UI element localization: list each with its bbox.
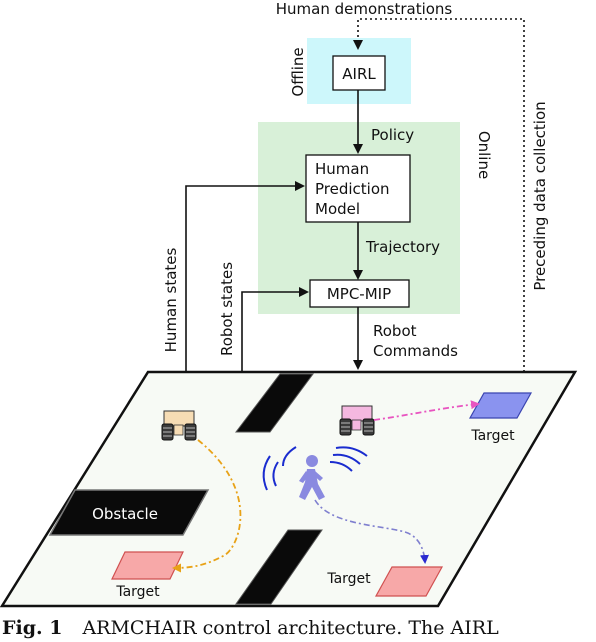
- robot-left: [161, 410, 197, 441]
- robot-commands-line1: Robot: [373, 322, 417, 340]
- path-human: [314, 499, 429, 564]
- sensing-waves-icon: [262, 446, 368, 491]
- mpc-mip-label: MPC-MIP: [327, 285, 391, 303]
- obstacle: [48, 489, 210, 536]
- robot-states-label: Robot states: [218, 262, 236, 356]
- human-prediction-model-box: [305, 154, 411, 223]
- figure-caption: Fig. 1 ARMCHAIR control architecture. The…: [2, 615, 596, 642]
- trajectory-label: Trajectory: [365, 238, 440, 256]
- human-states-arrow: [185, 181, 305, 372]
- demonstrations-dotted-line: [353, 18, 525, 372]
- caption-text: ARMCHAIR control architecture. The AIRL: [82, 617, 499, 639]
- path-right-robot: [373, 400, 480, 421]
- caption-fig-number: Fig. 1: [2, 617, 63, 639]
- human-prediction-line1: Human: [315, 160, 369, 178]
- robot-states-arrow: [241, 287, 309, 372]
- obstacle-label: Obstacle: [92, 505, 158, 523]
- target-bottom-pad: [374, 566, 444, 597]
- airl-box: [332, 55, 386, 91]
- human-prediction-line2: Prediction: [315, 180, 390, 198]
- preceding-data-collection-label: Preceding data collection: [531, 101, 549, 290]
- airl-label: AIRL: [342, 65, 376, 83]
- offline-label: Offline: [289, 47, 307, 96]
- human-figure-icon: [299, 455, 325, 500]
- robot-right: [339, 405, 375, 436]
- target-right-label: Target: [470, 428, 515, 444]
- human-prediction-line3: Model: [315, 200, 360, 218]
- target-bottom-label: Target: [326, 571, 371, 587]
- policy-label: Policy: [371, 126, 414, 144]
- target-left-label: Target: [115, 584, 160, 600]
- mpc-mip-box: [309, 279, 410, 308]
- online-label: Online: [475, 131, 493, 179]
- target-right-pad: [468, 392, 533, 419]
- lane-divider-bottom: [235, 529, 323, 605]
- robot-commands-line2: Commands: [373, 342, 458, 360]
- floor-area: [0, 370, 578, 608]
- target-left-pad: [111, 551, 184, 580]
- human-demonstrations-label: Human demonstrations: [276, 0, 453, 18]
- human-states-label: Human states: [162, 247, 180, 352]
- lane-divider-top: [234, 373, 314, 433]
